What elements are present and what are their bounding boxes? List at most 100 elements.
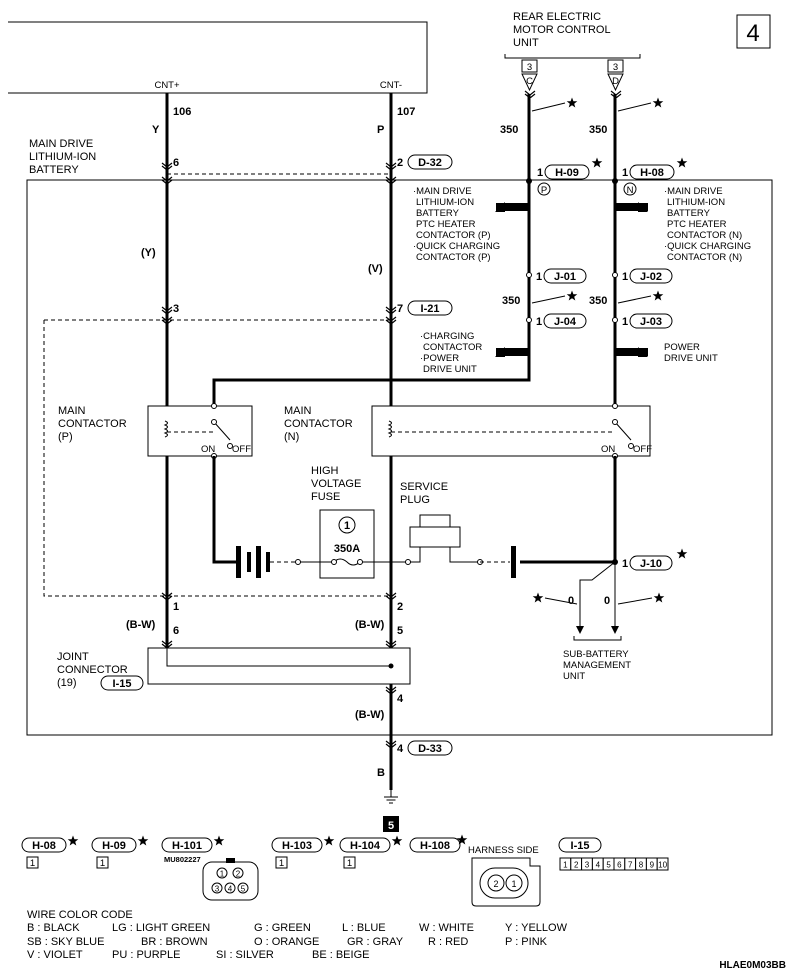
connector-tag-j04: J-04: [543, 313, 587, 329]
svg-text:CONTACTOR: CONTACTOR: [423, 342, 482, 353]
svg-text:ON: ON: [201, 444, 215, 455]
i15-pin-label: 4: [596, 861, 601, 870]
svg-text:2: 2: [493, 879, 498, 889]
svg-text:DRIVE UNIT: DRIVE UNIT: [664, 353, 718, 364]
svg-text:Y: Y: [152, 124, 160, 136]
connector-tag-h09: H-09: [544, 164, 590, 180]
svg-text:H-104: H-104: [350, 840, 381, 852]
svg-text:O : ORANGE: O : ORANGE: [254, 936, 319, 948]
svg-text:4: 4: [228, 885, 233, 894]
svg-text:MANAGEMENT: MANAGEMENT: [563, 660, 631, 671]
svg-text:·MAIN DRIVE: ·MAIN DRIVE: [664, 186, 723, 197]
svg-text:N: N: [627, 185, 634, 196]
svg-text:BE : BEIGE: BE : BEIGE: [312, 949, 369, 961]
svg-text:LITHIUM-ION: LITHIUM-ION: [416, 197, 474, 208]
svg-text:D-32: D-32: [418, 157, 442, 169]
svg-text:BR : BROWN: BR : BROWN: [141, 936, 208, 948]
figure-code: HLAE0M03BB: [719, 960, 786, 971]
svg-text:CONTACTOR (P): CONTACTOR (P): [416, 252, 491, 263]
svg-text:D: D: [612, 76, 619, 87]
upper-unit-outline: [8, 21, 428, 94]
legend-h101: H-101 MU802227 1 2 3 4 5: [161, 835, 259, 901]
svg-text:3: 3: [613, 62, 618, 73]
i15-pin-label: 9: [650, 861, 655, 870]
rear-emcu-label: REAR ELECTRIC MOTOR CONTROL UNIT: [513, 11, 611, 49]
svg-text:SB : SKY BLUE: SB : SKY BLUE: [27, 936, 104, 948]
svg-text:I-21: I-21: [421, 303, 440, 315]
i15-pin-label: 1: [563, 861, 568, 870]
svg-text:DRIVE UNIT: DRIVE UNIT: [423, 364, 477, 375]
svg-text:Y : YELLOW: Y : YELLOW: [505, 922, 568, 934]
svg-text:SUB-BATTERY: SUB-BATTERY: [563, 649, 629, 660]
svg-text:D-33: D-33: [418, 743, 442, 755]
svg-text:6: 6: [173, 157, 179, 169]
svg-text:·MAIN DRIVE: ·MAIN DRIVE: [413, 186, 472, 197]
connector-tag-j01: J-01: [543, 268, 587, 284]
svg-text:5: 5: [397, 625, 403, 637]
svg-text:UNIT: UNIT: [513, 37, 539, 49]
svg-text:WIRE COLOR CODE: WIRE COLOR CODE: [27, 909, 133, 921]
svg-text:1: 1: [347, 858, 352, 869]
svg-text:(B-W): (B-W): [355, 709, 385, 721]
svg-text:PLUG: PLUG: [400, 494, 430, 506]
svg-text:7: 7: [397, 303, 403, 315]
main-contactor-n-coil: ON OFF: [387, 403, 652, 459]
main-contactor-n-box: [371, 405, 651, 457]
svg-text:H-08: H-08: [640, 167, 664, 179]
svg-text:0: 0: [568, 595, 574, 607]
svg-text:CONTACTOR (P): CONTACTOR (P): [416, 230, 491, 241]
battery-enclosure: [26, 179, 773, 736]
i15-pin-label: 2: [574, 861, 579, 870]
connector-tag-j10: J-10: [629, 555, 673, 571]
i15-pin-label: 3: [585, 861, 590, 870]
svg-text:POWER: POWER: [664, 342, 700, 353]
service-plug: [405, 514, 483, 565]
svg-text:(Y): (Y): [141, 247, 156, 259]
wire-c-p-line: [212, 94, 531, 422]
svg-text:B: B: [377, 767, 385, 779]
svg-text:CONTACTOR: CONTACTOR: [284, 418, 353, 430]
svg-text:1: 1: [173, 601, 179, 613]
connector-d: 3 D: [607, 59, 624, 92]
svg-text:J-03: J-03: [640, 316, 662, 328]
svg-text:OFF: OFF: [633, 444, 652, 455]
svg-text:350: 350: [589, 295, 607, 307]
cnt-minus-label: CNT-: [380, 80, 402, 91]
svg-text:H-101: H-101: [172, 840, 202, 852]
svg-text:J-02: J-02: [640, 271, 662, 283]
svg-text:REAR ELECTRIC: REAR ELECTRIC: [513, 11, 601, 23]
svg-text:1: 1: [100, 858, 105, 869]
svg-text:·POWER: ·POWER: [420, 353, 459, 364]
main-contactor-n-label: MAIN CONTACTOR (N): [284, 405, 353, 443]
svg-text:·QUICK CHARGING: ·QUICK CHARGING: [664, 241, 751, 252]
svg-text:(P): (P): [58, 431, 73, 443]
svg-text:4: 4: [397, 693, 404, 705]
svg-text:1: 1: [279, 858, 284, 869]
svg-text:1: 1: [511, 879, 516, 889]
legend-h103: H-103 1: [271, 835, 335, 869]
svg-text:MU802227: MU802227: [164, 855, 201, 864]
main-contactor-p-box: [147, 405, 253, 457]
connector-tag-i15: I-15: [100, 675, 144, 691]
svg-text:P: P: [377, 124, 384, 136]
svg-text:FUSE: FUSE: [311, 491, 340, 503]
svg-text:(19): (19): [57, 677, 77, 689]
legend-h08: H-08 1: [21, 835, 79, 869]
svg-text:PTC HEATER: PTC HEATER: [416, 219, 476, 230]
svg-text:1: 1: [622, 316, 628, 328]
svg-text:I-15: I-15: [571, 840, 590, 852]
wire-color-code: WIRE COLOR CODE B : BLACK LG : LIGHT GRE…: [27, 909, 568, 961]
ground-symbol: [384, 790, 398, 804]
svg-text:BATTERY: BATTERY: [29, 164, 79, 176]
svg-text:JOINT: JOINT: [57, 651, 89, 663]
svg-text:5: 5: [388, 820, 394, 832]
svg-text:LITHIUM-ION: LITHIUM-ION: [29, 151, 96, 163]
svg-text:·CHARGING: ·CHARGING: [420, 331, 474, 342]
i15-pin-label: 5: [606, 861, 611, 870]
svg-text:1: 1: [536, 316, 542, 328]
svg-text:LITHIUM-ION: LITHIUM-ION: [667, 197, 725, 208]
svg-text:CONNECTOR: CONNECTOR: [57, 664, 128, 676]
svg-text:J-01: J-01: [554, 271, 576, 283]
